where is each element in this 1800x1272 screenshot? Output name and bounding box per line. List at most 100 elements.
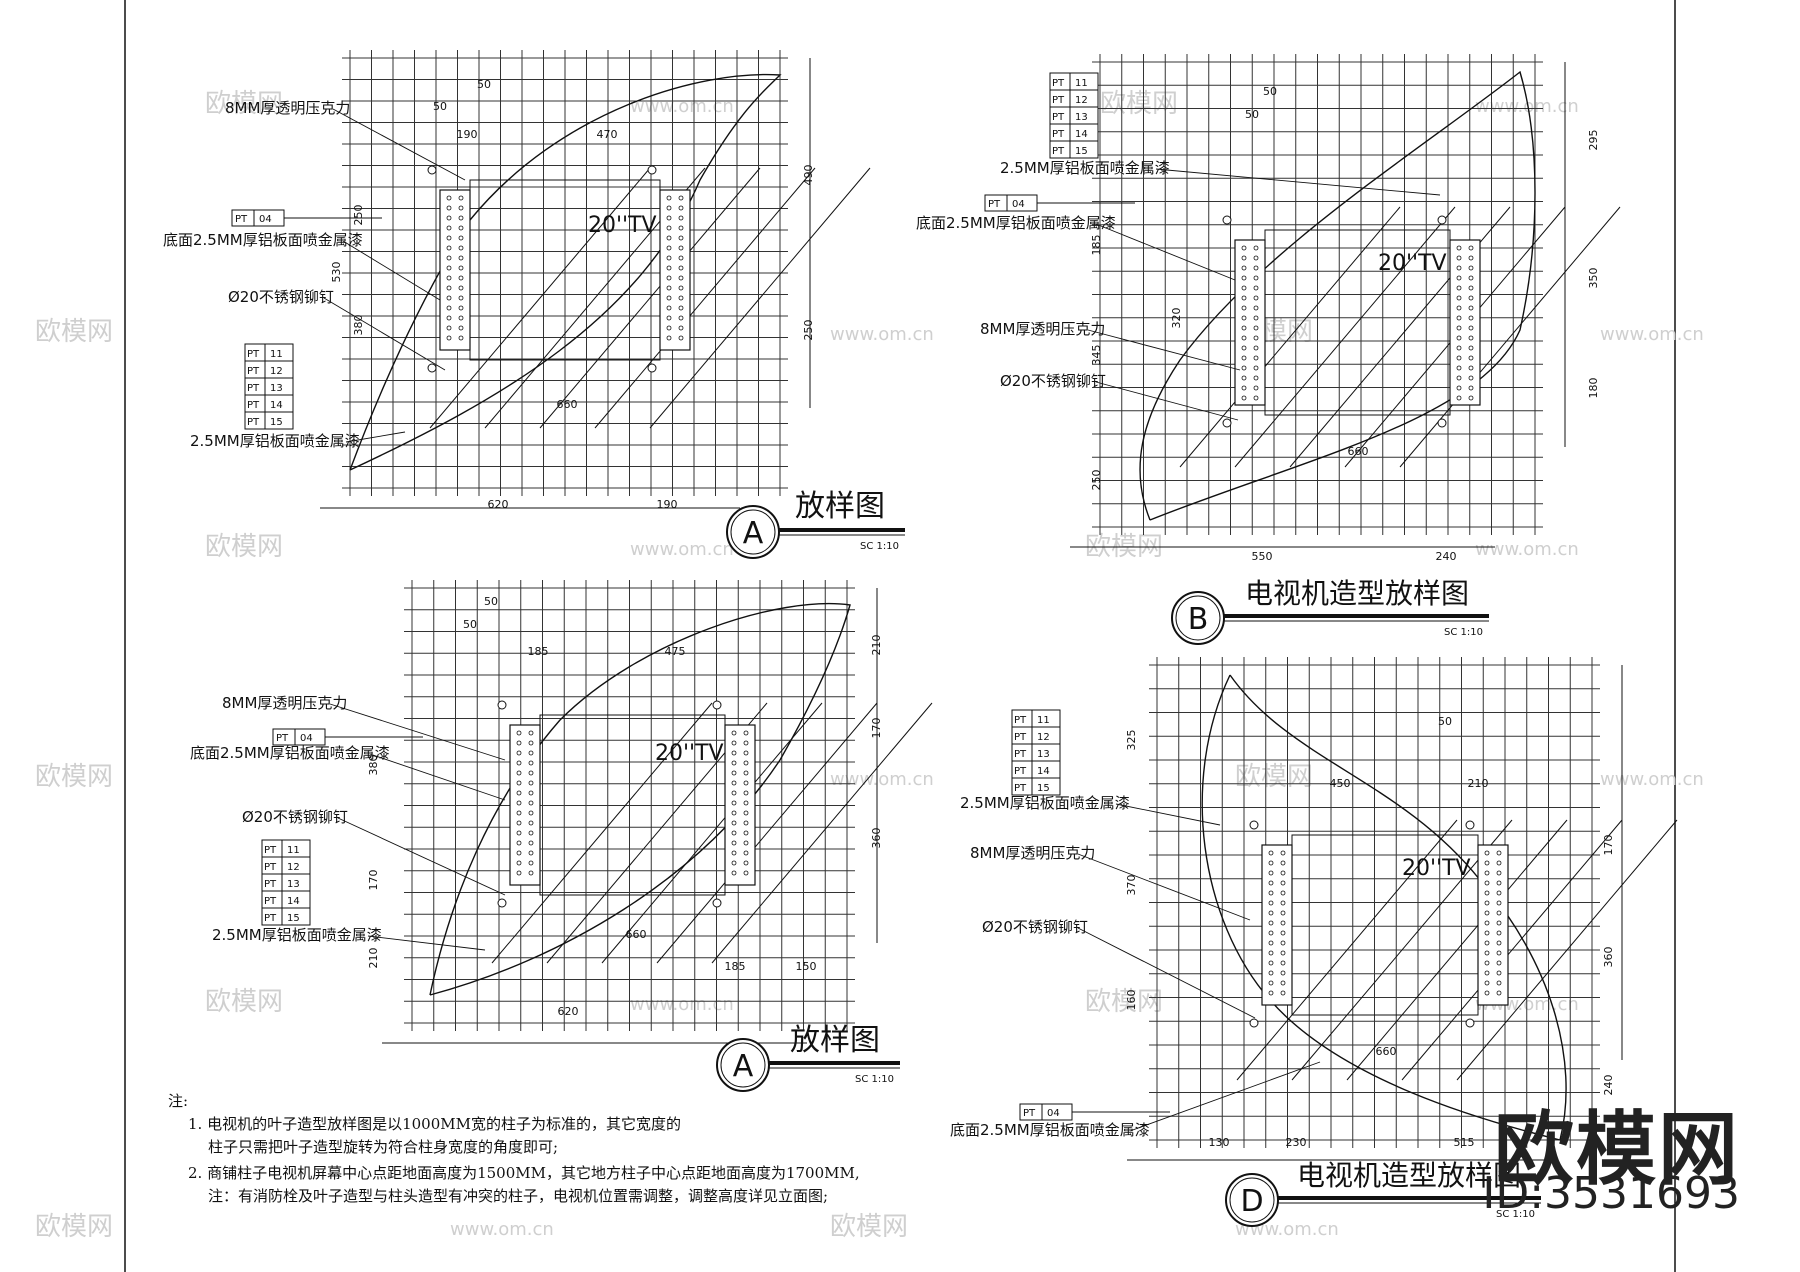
rivet-dot (1241, 325, 1247, 331)
pt-list-cell (244, 411, 294, 430)
notes-line-1b: 柱子只需把叶子造型旋转为符合柱身宽度的角度即可; (208, 1138, 559, 1156)
rivet-hole (1222, 215, 1232, 225)
rivet-dot (678, 235, 684, 241)
dimension-text: 50 (463, 618, 477, 631)
rivet-dot (1241, 275, 1247, 281)
rivet-dot (1253, 255, 1259, 261)
rivet-dot (1241, 375, 1247, 381)
rivet-dot (1456, 265, 1462, 271)
dimension-text: 530 (330, 262, 343, 283)
rivet-dot (446, 265, 452, 271)
rivet-dot (731, 730, 737, 736)
rivet-dot (678, 335, 684, 341)
pt-list-value: 12 (1075, 95, 1088, 106)
rivet-dot (743, 830, 749, 836)
callout-text: Ø20不锈钢铆钉 (228, 288, 334, 306)
rivet-dot (1241, 285, 1247, 291)
rivet-dot (666, 305, 672, 311)
hatch-line (1291, 819, 1513, 1081)
dimension-text: 620 (558, 1005, 579, 1018)
rivet-dot (743, 760, 749, 766)
dimension-text: 170 (1602, 835, 1615, 856)
pt-list-prefix: PT (1014, 783, 1027, 794)
pt-list-value: 11 (287, 845, 300, 856)
callout-text: 底面2.5MM厚铝板面喷金属漆 (950, 1121, 1150, 1139)
section-letter: A (733, 1049, 754, 1084)
pt-list-prefix: PT (247, 417, 260, 428)
rivet-dot (743, 860, 749, 866)
rivet-hole (497, 898, 507, 908)
notes-heading: 注: (168, 1092, 189, 1110)
watermark-text: www.om.cn (630, 539, 734, 560)
dimension-text: 185 (528, 645, 549, 658)
rivet-dot (446, 305, 452, 311)
dimension-text: 325 (1125, 730, 1138, 751)
rivet-hole (647, 363, 657, 373)
rivet-panel (659, 189, 691, 351)
rivet-dot (516, 840, 522, 846)
dimension-text: 50 (433, 100, 447, 113)
leader-line (1095, 223, 1236, 281)
rivet-dot (446, 275, 452, 281)
section-scale: SC 1:10 (860, 541, 899, 552)
rivet-dot (1484, 930, 1490, 936)
grid-A2 (404, 580, 855, 1031)
dimension-text: 50 (477, 78, 491, 91)
hatch-line (594, 167, 816, 429)
rivet-dot (1496, 950, 1502, 956)
rivet-dot (1468, 385, 1474, 391)
rivet-dot (1496, 870, 1502, 876)
rivet-dot (1468, 275, 1474, 281)
rivet-dot (1496, 900, 1502, 906)
rivet-dot (528, 830, 534, 836)
rivet-dot (1241, 265, 1247, 271)
rivet-dot (678, 265, 684, 271)
rivet-dot (1280, 870, 1286, 876)
rivet-dot (1268, 850, 1274, 856)
pt04-value: 04 (1047, 1108, 1060, 1119)
rivet-dot (731, 810, 737, 816)
pt-list-prefix: PT (247, 400, 260, 411)
rivet-dot (1241, 335, 1247, 341)
section-title: 放样图 (790, 1023, 880, 1058)
rivet-dot (458, 305, 464, 311)
rivet-panel (1477, 844, 1509, 1006)
rivet-dot (1496, 930, 1502, 936)
callout-text: 8MM厚透明压克力 (222, 694, 347, 712)
rivet-dot (1456, 275, 1462, 281)
rivet-dot (446, 255, 452, 261)
rivet-dot (678, 285, 684, 291)
rivet-dot (1241, 365, 1247, 371)
dimension-text: 190 (457, 128, 478, 141)
hatch-line (1236, 819, 1458, 1081)
rivet-dot (678, 195, 684, 201)
rivet-dot (1280, 920, 1286, 926)
watermark-text: www.om.cn (1475, 96, 1579, 117)
rivet-panel (1449, 239, 1481, 406)
rivet-hole (647, 165, 657, 175)
callout-text: Ø20不锈钢铆钉 (1000, 372, 1106, 390)
pt-list-prefix: PT (264, 896, 277, 907)
rivet-dot (1456, 335, 1462, 341)
pt-list-prefix: PT (264, 862, 277, 873)
pt04-prefix: PT (988, 199, 1001, 210)
rivet-dot (678, 225, 684, 231)
pt-list-value: 12 (1037, 732, 1050, 743)
rivet-dot (743, 770, 749, 776)
dimension-text: 50 (1263, 85, 1277, 98)
hatch-line (1179, 206, 1401, 468)
rivet-dot (516, 750, 522, 756)
rivet-dot (446, 245, 452, 251)
rivet-hole (1465, 1018, 1475, 1028)
rivet-dot (446, 225, 452, 231)
rivet-hole (1465, 820, 1475, 830)
dimension-text: 185 (1090, 235, 1103, 256)
pt04-prefix: PT (1023, 1108, 1036, 1119)
rivet-dot (528, 790, 534, 796)
rivet-dot (1280, 990, 1286, 996)
rivet-dot (1280, 940, 1286, 946)
rivet-dot (743, 870, 749, 876)
rivet-dot (516, 790, 522, 796)
